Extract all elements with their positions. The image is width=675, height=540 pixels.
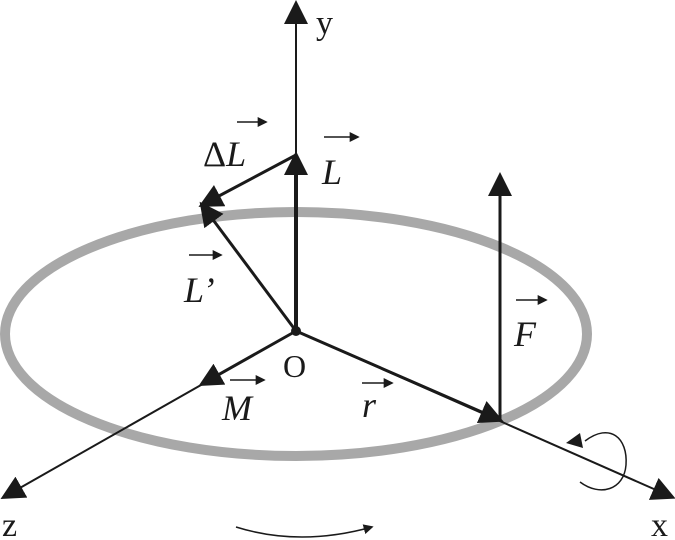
x-axis-label: x: [651, 507, 668, 540]
origin-label: O: [283, 348, 306, 384]
label-r: r: [362, 385, 377, 425]
label-M: M: [221, 388, 254, 428]
rotation-arc-x: [579, 431, 627, 491]
vector-r: [295, 329, 504, 424]
vector-M: [198, 329, 297, 386]
rotation-arc-x-head: [566, 433, 583, 448]
label-delta-L-letter: L: [225, 134, 246, 174]
label-L: L: [321, 152, 342, 192]
y-axis-label: y: [316, 5, 333, 42]
rotation-arc-bottom: [235, 524, 374, 538]
origin-point: [291, 326, 301, 336]
label-L-prime: L’: [183, 270, 215, 310]
z-axis-label: z: [2, 507, 17, 540]
delta-symbol: Δ: [203, 134, 226, 174]
label-delta-L: ΔL: [203, 134, 246, 174]
vector-delta-L: [198, 153, 297, 207]
label-F: F: [513, 314, 537, 354]
vector-L-prime: [199, 201, 298, 332]
